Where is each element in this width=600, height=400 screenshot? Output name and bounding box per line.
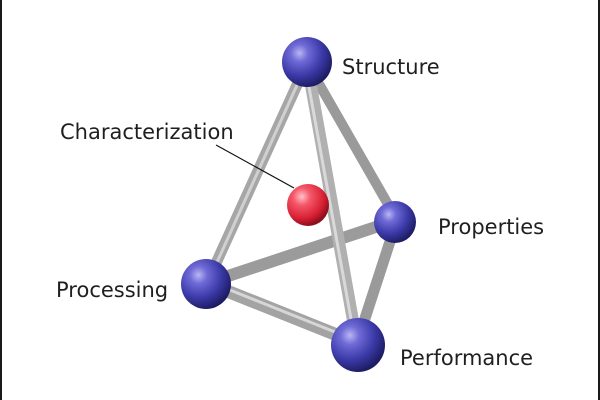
- properties-label: Properties: [438, 215, 544, 239]
- rod-highlight: [303, 63, 357, 343]
- rod-processing-properties: [201, 214, 403, 289]
- rod-structure-properties: [302, 58, 402, 225]
- processing-label: Processing: [56, 278, 168, 302]
- characterization-leader-line: [215, 144, 295, 189]
- rod-processing-performance: [200, 276, 364, 350]
- structure-sphere-icon: [282, 37, 332, 87]
- processing-sphere-icon: [181, 259, 231, 309]
- characterization-label: Characterization: [60, 120, 234, 144]
- characterization-sphere-icon: [287, 184, 329, 226]
- performance-label: Performance: [400, 346, 533, 370]
- properties-sphere-icon: [374, 201, 416, 243]
- performance-sphere-icon: [331, 318, 385, 372]
- rod-structure-performance: [301, 57, 363, 349]
- rod-highlight: [207, 61, 309, 282]
- structure-label: Structure: [342, 55, 440, 79]
